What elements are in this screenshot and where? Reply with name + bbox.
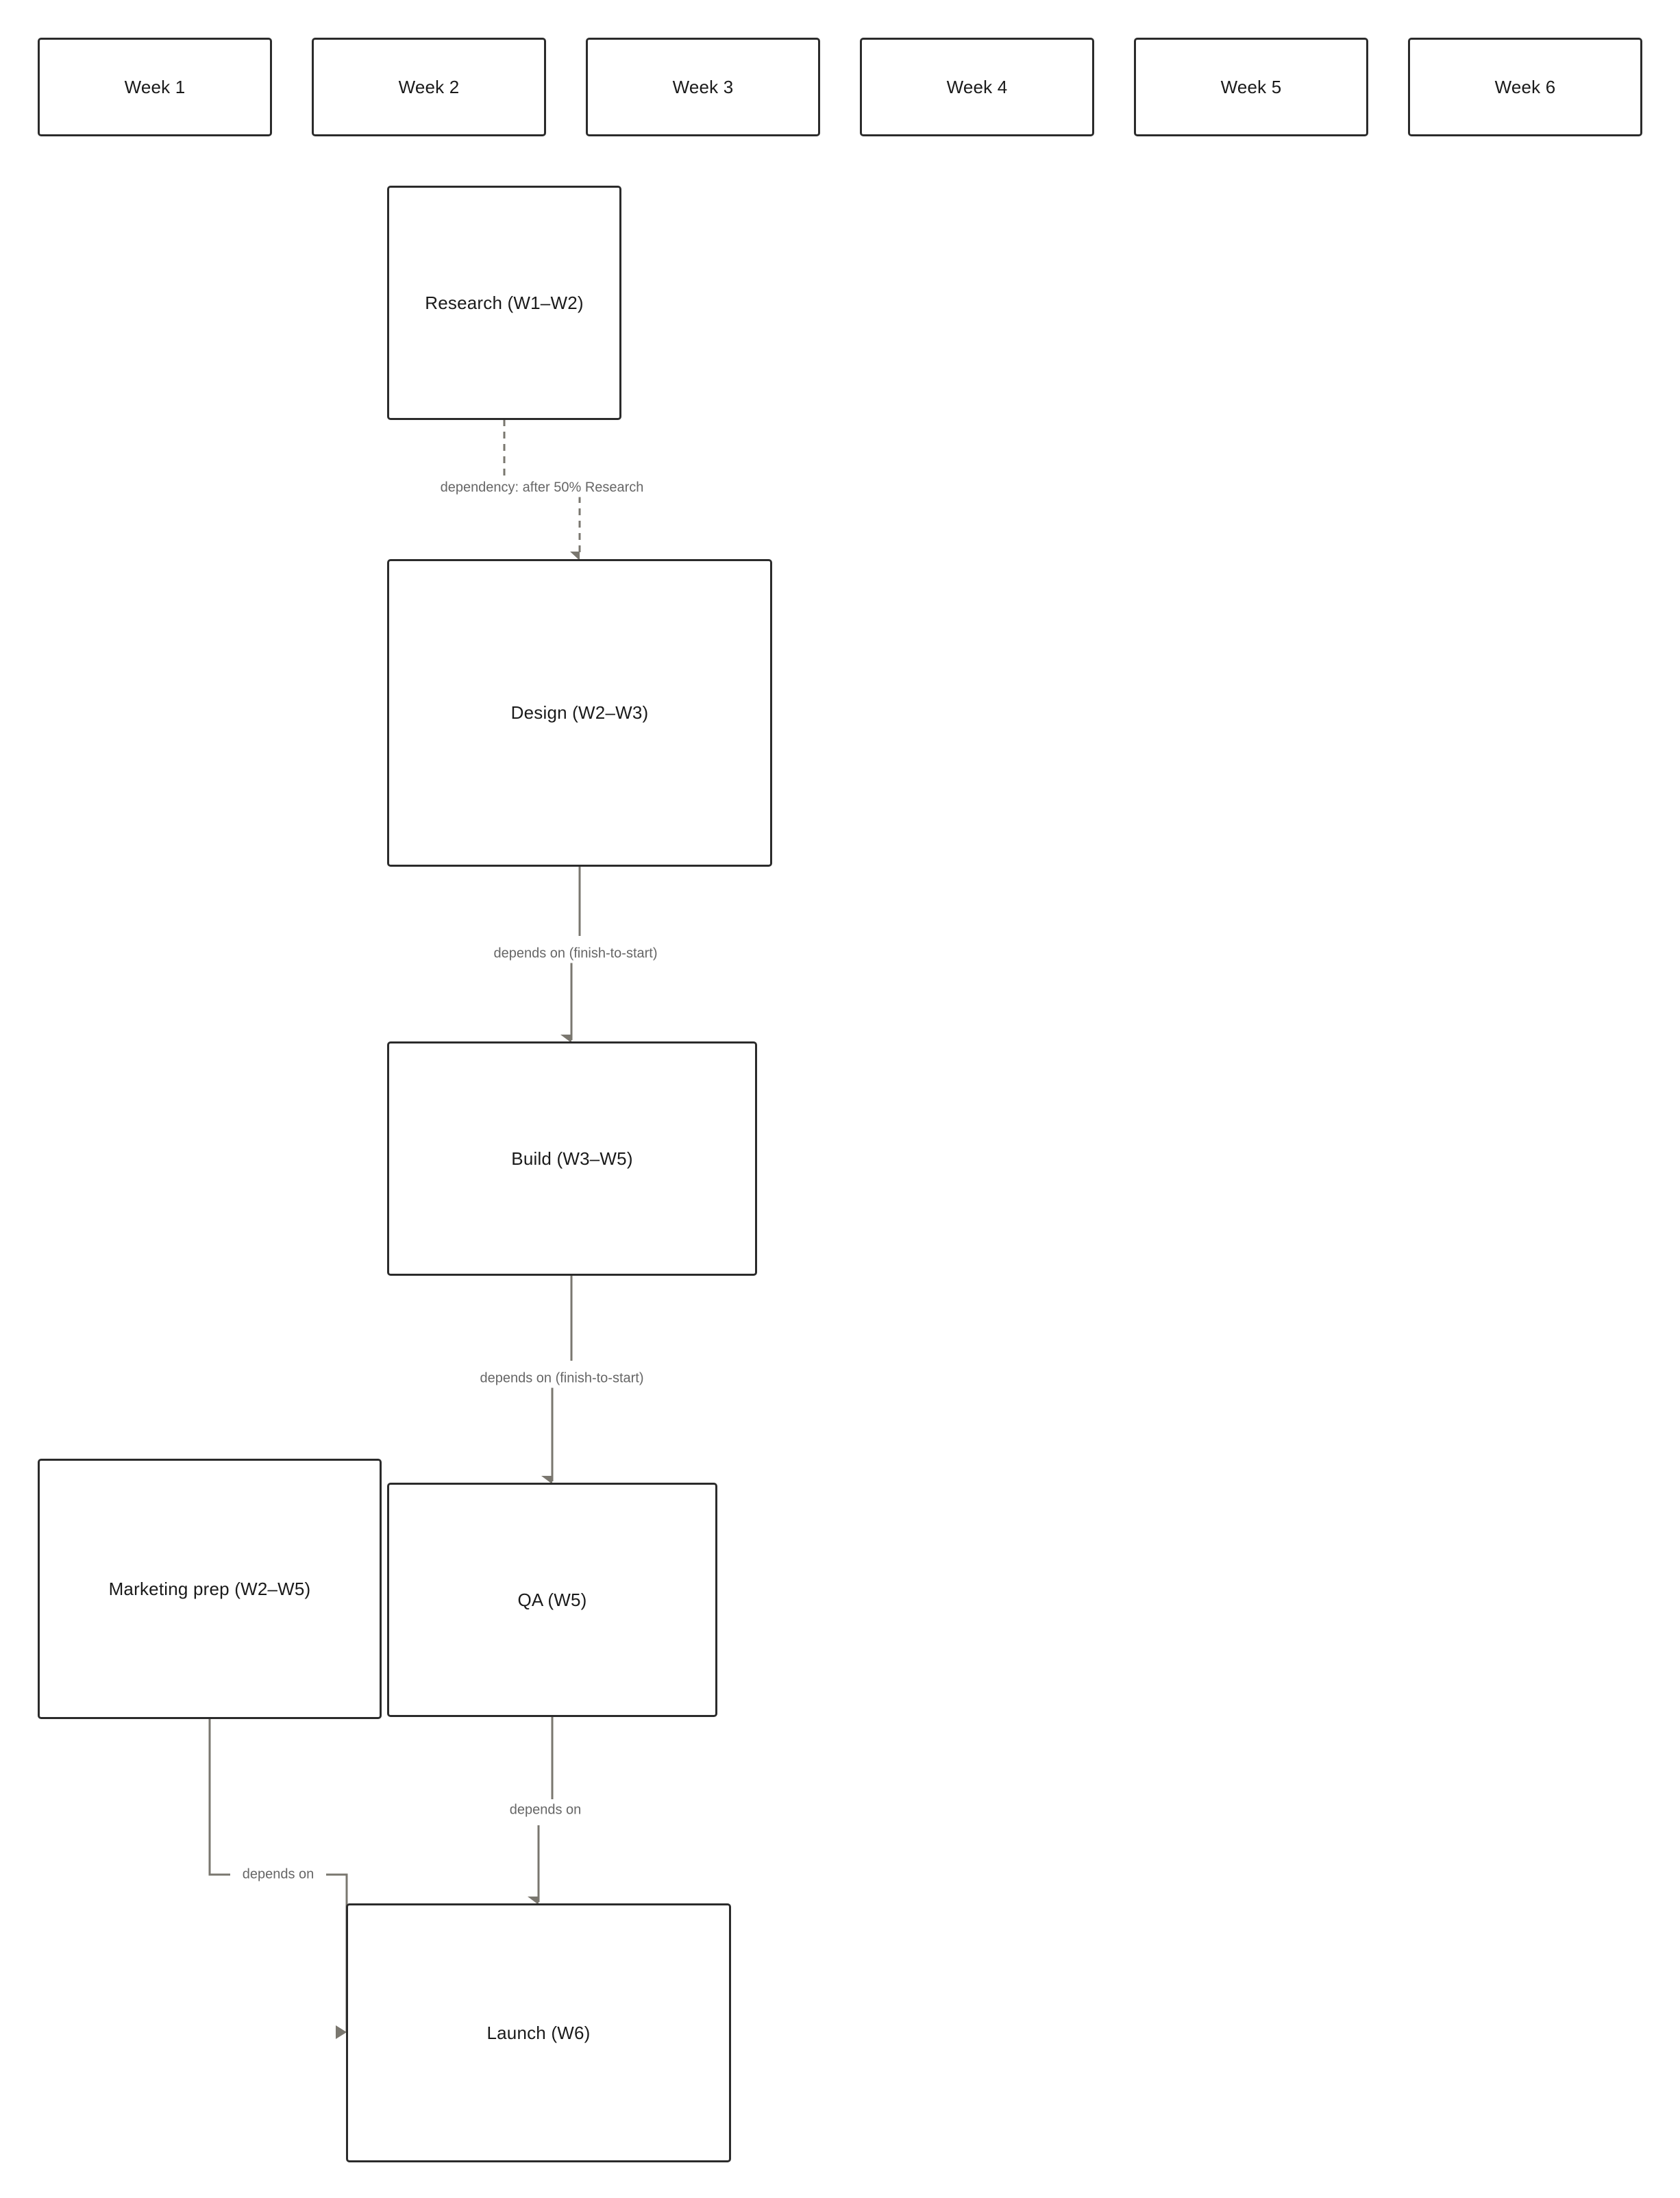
arrowhead-launch-left	[336, 2025, 347, 2039]
week-3-label: Week 3	[672, 76, 734, 97]
task-marketing-prep-label: Marketing prep (W2–W5)	[108, 1578, 311, 1599]
edge-label-qa-launch: depends on	[505, 1801, 586, 1820]
week-2-box[interactable]: Week 2	[312, 38, 546, 136]
week-4-label: Week 4	[946, 76, 1008, 97]
week-3-box[interactable]: Week 3	[586, 38, 820, 136]
task-research-label: Research (W1–W2)	[425, 292, 584, 313]
arrowhead-qa	[541, 1476, 552, 1484]
week-6-box[interactable]: Week 6	[1408, 38, 1642, 136]
week-4-box[interactable]: Week 4	[860, 38, 1094, 136]
task-build-label: Build (W3–W5)	[511, 1148, 633, 1169]
edge-qa-launch	[537, 1717, 554, 1902]
task-marketing-prep[interactable]: Marketing prep (W2–W5)	[38, 1459, 382, 1719]
task-launch[interactable]: Launch (W6)	[346, 1903, 731, 2162]
arrowhead-build	[560, 1035, 571, 1043]
task-build[interactable]: Build (W3–W5)	[387, 1041, 757, 1276]
task-design-label: Design (W2–W3)	[510, 702, 649, 723]
edge-label-marketing-launch: depends on	[238, 1865, 319, 1884]
arrowhead-design	[570, 552, 580, 560]
task-launch-label: Launch (W6)	[486, 2022, 591, 2043]
task-research[interactable]: Research (W1–W2)	[387, 186, 621, 420]
week-2-label: Week 2	[398, 76, 460, 97]
task-design[interactable]: Design (W2–W3)	[387, 559, 772, 867]
week-1-label: Week 1	[124, 76, 186, 97]
task-qa-label: QA (W5)	[517, 1589, 587, 1610]
week-5-box[interactable]: Week 5	[1134, 38, 1368, 136]
task-qa[interactable]: QA (W5)	[387, 1483, 717, 1717]
arrowhead-launch-top	[528, 1897, 539, 1905]
edge-research-design	[503, 419, 581, 556]
edge-design-build	[570, 866, 581, 1040]
week-6-label: Week 6	[1494, 76, 1556, 97]
edge-label-design-build: depends on (finish-to-start)	[489, 944, 662, 963]
edge-label-build-qa: depends on (finish-to-start)	[475, 1369, 648, 1388]
edge-build-qa	[551, 1276, 573, 1481]
week-1-box[interactable]: Week 1	[38, 38, 272, 136]
week-5-label: Week 5	[1220, 76, 1282, 97]
edge-label-research-design: dependency: after 50% Research	[436, 478, 648, 497]
